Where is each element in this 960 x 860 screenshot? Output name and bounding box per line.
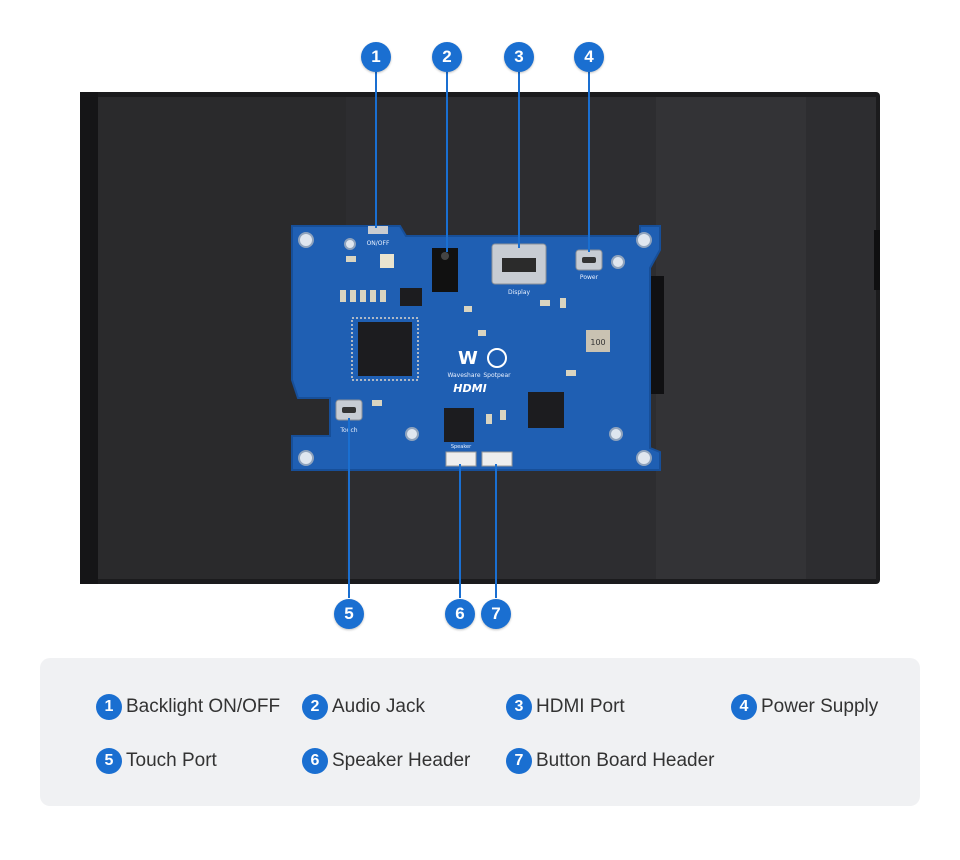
switch-button: [380, 254, 394, 268]
driver-board-pcb: [291, 225, 661, 471]
main-ic: [358, 322, 412, 376]
display-board-illustration: ON/OFF Display Power 100: [80, 72, 880, 598]
legend-number: 2: [302, 694, 328, 720]
inductor: [586, 330, 610, 352]
backlight-switch: [368, 226, 388, 234]
audio-jack-hole: [441, 252, 449, 260]
legend-number: 1: [96, 694, 122, 720]
legend-label: HDMI Port: [536, 696, 625, 717]
legend-panel: 1 Backlight ON/OFF 2 Audio Jack 3 HDMI P…: [40, 658, 920, 806]
legend-label: Power Supply: [761, 696, 879, 717]
legend-label: Audio Jack: [332, 696, 425, 717]
audio-amp-ic: [444, 408, 474, 442]
legend-label: Speaker Header: [332, 750, 471, 771]
legend-number: 3: [506, 694, 532, 720]
secondary-ic: [528, 392, 564, 428]
legend-item-touch: 5 Touch Port: [96, 747, 217, 775]
power-port-opening: [582, 257, 596, 263]
legend-item-speaker: 6 Speaker Header: [302, 747, 470, 775]
spotpear-logo: [487, 348, 507, 368]
mounting-holes: [298, 232, 652, 466]
legend-number: 6: [302, 748, 328, 774]
small-ic: [400, 288, 422, 306]
callout-badge-1: 1: [361, 42, 391, 72]
power-silkscreen: Power: [580, 274, 599, 281]
legend-label: Backlight ON/OFF: [126, 696, 281, 717]
touch-port-opening: [342, 407, 356, 413]
smd-components: [340, 256, 576, 424]
product-diagram: ON/OFF Display Power 100: [80, 42, 880, 629]
callout-badge-3: 3: [504, 42, 534, 72]
legend-label: Touch Port: [126, 750, 217, 771]
inductor-marking: 100: [590, 338, 605, 347]
spotpear-silkscreen: Spotpear: [483, 372, 511, 379]
waveshare-logo: W: [458, 348, 478, 369]
speaker-silkscreen: Speaker: [451, 444, 472, 450]
callout-badge-4: 4: [574, 42, 604, 72]
legend-item-button-board: 7 Button Board Header: [506, 747, 715, 775]
legend-item-backlight: 1 Backlight ON/OFF: [96, 693, 280, 721]
speaker-header: [445, 451, 477, 467]
legend-number: 7: [506, 748, 532, 774]
hdmi-port-opening: [502, 258, 536, 272]
panel-tape-right: [656, 97, 806, 579]
legend-item-audio-jack: 2 Audio Jack: [302, 693, 425, 721]
legend-item-hdmi: 3 HDMI Port: [506, 693, 625, 721]
panel-edge: [80, 92, 98, 584]
button-board-header: [481, 451, 513, 467]
callout-badge-5: 5: [334, 599, 364, 629]
onoff-silkscreen: ON/OFF: [367, 240, 390, 247]
callout-badge-7: 7: [481, 599, 511, 629]
callout-leader-lines: [348, 72, 590, 598]
callout-badge-6: 6: [445, 599, 475, 629]
waveshare-silkscreen: Waveshare: [447, 372, 480, 379]
display-silkscreen: Display: [508, 289, 531, 296]
legend-label: Button Board Header: [536, 750, 715, 771]
hdmi-logo: HDMI: [453, 382, 486, 395]
legend-number: 4: [731, 694, 757, 720]
panel-side-tab: [874, 230, 880, 290]
callout-badge-2: 2: [432, 42, 462, 72]
legend-number: 5: [96, 748, 122, 774]
legend-item-power: 4 Power Supply: [731, 693, 878, 721]
ic-pins: [351, 317, 419, 381]
